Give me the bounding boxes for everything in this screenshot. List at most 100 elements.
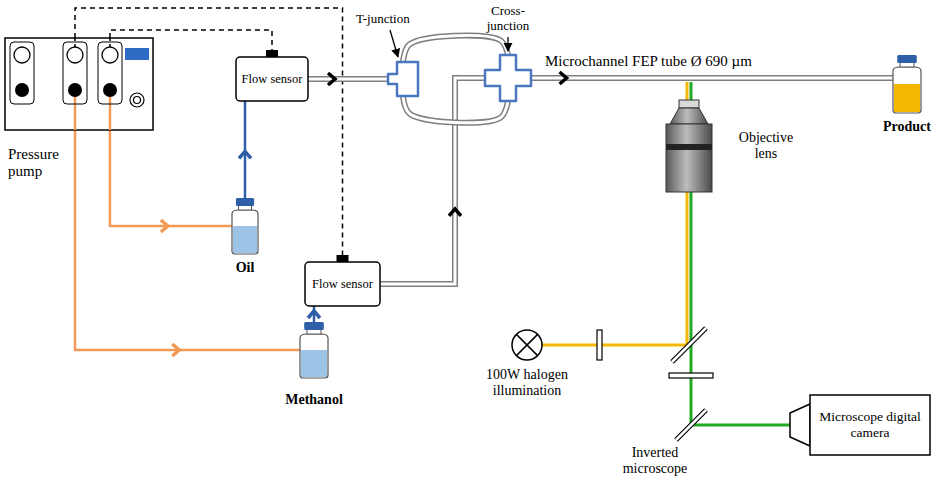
green-connector <box>691 192 790 425</box>
flow-sensor: Flow sensor <box>236 57 308 101</box>
orange-connector <box>110 130 232 232</box>
knob <box>67 47 83 63</box>
cross-junction-shape <box>485 55 531 101</box>
objective-lens-shape <box>664 100 714 192</box>
methanol-reservoir: Methanol <box>300 322 328 378</box>
oil-reservoir-shape <box>232 198 258 254</box>
objective-neck <box>670 108 708 124</box>
imaging-beam <box>690 82 693 101</box>
tube-connector <box>531 72 893 84</box>
flow-arrow <box>239 151 251 158</box>
cross-junction-body <box>485 55 531 101</box>
bottle-liquid <box>301 350 327 377</box>
connector-line <box>380 78 485 284</box>
objective-tip <box>679 100 699 108</box>
flow-arrow <box>449 209 461 216</box>
knob <box>102 47 118 63</box>
bottle-cap <box>236 198 254 206</box>
illumination-beam <box>686 82 689 101</box>
channel-frame <box>10 42 34 104</box>
tube-connector <box>308 73 388 85</box>
bottle-body <box>232 210 258 254</box>
connector-line <box>542 192 687 345</box>
halogen-lamp-shape <box>512 330 542 360</box>
blue-connector <box>239 101 251 198</box>
halogen-lamp: 100W halogen illumination <box>512 330 542 360</box>
t-junction-body <box>388 62 418 96</box>
blue-connector <box>308 306 320 322</box>
part-label: Objective lens <box>726 130 806 162</box>
objective-barrel <box>666 124 712 192</box>
flow-arrow <box>172 344 179 356</box>
part-label: Product <box>877 119 937 135</box>
camera-body <box>810 395 930 455</box>
flow-arrow <box>328 73 335 85</box>
beam-splitter <box>672 328 706 362</box>
dial <box>130 93 144 107</box>
box-label: Microscope digital camera <box>814 409 926 440</box>
bottle-cap <box>897 55 917 63</box>
sensor-connector <box>337 255 349 262</box>
t-junction-shape <box>388 62 418 96</box>
digital-camera: Microscope digital camera <box>790 395 930 455</box>
connector-line <box>110 130 232 226</box>
objective-lens: Objective lens <box>664 100 714 192</box>
product-vial: Product <box>893 55 921 113</box>
connector-line <box>531 77 893 80</box>
connector-line <box>75 130 300 350</box>
leader-arrow <box>507 37 508 51</box>
box-label: Flow sensor <box>240 72 304 86</box>
pressure-pump-shape <box>5 38 153 130</box>
objective-band <box>666 144 712 150</box>
connector-line <box>403 96 508 123</box>
pressure-pump: Pressure pump <box>5 38 153 130</box>
port <box>103 83 117 97</box>
connector-line <box>403 96 508 123</box>
part-label: 100W halogen illumination <box>472 367 582 399</box>
pump-body <box>5 38 153 130</box>
bottle-liquid <box>233 226 257 253</box>
orange-connector <box>75 130 300 356</box>
flow-sensor: Flow sensor <box>305 262 380 306</box>
bottle-cap <box>304 322 324 330</box>
connector-line <box>691 192 790 425</box>
tube-connector <box>403 96 508 123</box>
connector-line <box>308 76 388 82</box>
connector-line <box>403 35 508 62</box>
part-label: T-junction <box>356 12 428 27</box>
camera-lens <box>790 404 810 446</box>
bottle-outline <box>893 67 921 113</box>
bottle-body <box>300 334 328 378</box>
flow-arrow <box>560 72 567 84</box>
connector-line <box>380 78 485 284</box>
port <box>68 83 82 97</box>
leader-arrow <box>390 30 398 57</box>
tube-connector <box>380 78 485 284</box>
yellow-connector <box>542 192 687 345</box>
part-label: Oil <box>212 260 278 276</box>
lamp-symbol <box>512 330 542 360</box>
bottle-liquid <box>894 84 920 112</box>
sensor-body <box>305 262 380 306</box>
methanol-reservoir-shape <box>300 322 328 378</box>
channel-frame <box>63 42 87 104</box>
flow-arrow <box>161 220 168 232</box>
t-junction: T-junction <box>388 62 418 96</box>
filter <box>597 330 602 360</box>
sensor-connector <box>266 50 278 57</box>
filter <box>669 373 713 378</box>
dial-center <box>134 97 141 104</box>
mirror-face <box>676 410 706 440</box>
mirror <box>676 410 706 440</box>
bottle-outline <box>300 334 328 378</box>
connector-line <box>403 35 508 62</box>
product-vial-shape <box>893 55 921 113</box>
bottle-outline <box>232 210 258 254</box>
sensor-body <box>236 57 308 101</box>
display <box>125 48 149 60</box>
part-label: Inverted microscope <box>605 445 705 477</box>
part-label: Methanol <box>264 392 364 408</box>
oil-reservoir: Oil <box>232 198 258 254</box>
port <box>15 83 29 97</box>
